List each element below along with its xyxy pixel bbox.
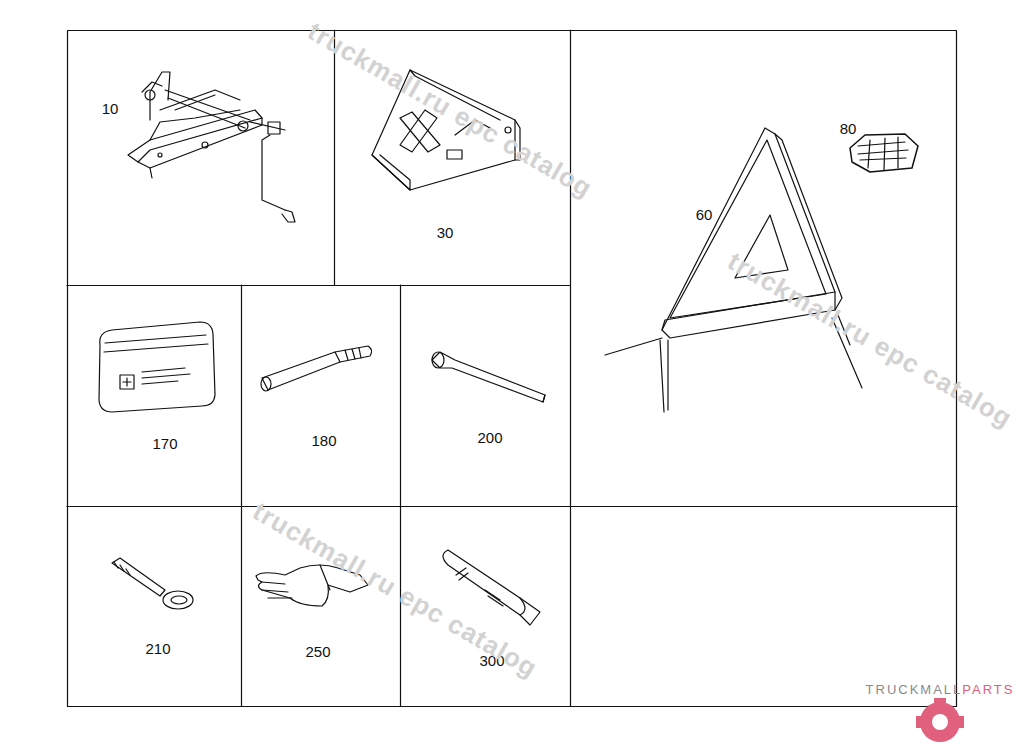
callout-number: 30 [437, 224, 454, 241]
callout-number: 210 [145, 640, 170, 657]
callout-number: 10 [102, 100, 119, 117]
logo-text: TRUCKMALLPARTS [866, 682, 1015, 697]
callout-number: 200 [477, 429, 502, 446]
callout-number: 180 [311, 432, 336, 449]
callout-number: 170 [152, 435, 177, 452]
watermark: truckmall.ru epc catalog [302, 16, 597, 204]
callout-number: 80 [840, 120, 857, 137]
logo-word: TRUCKMALL [866, 682, 963, 697]
callout-number: 60 [696, 206, 713, 223]
logo-word: PARTS [962, 682, 1014, 697]
watermark: truckmall.ru epc catalog [247, 496, 542, 684]
watermark: truckmall.ru epc catalog [722, 246, 1017, 434]
callout-number: 250 [305, 643, 330, 660]
